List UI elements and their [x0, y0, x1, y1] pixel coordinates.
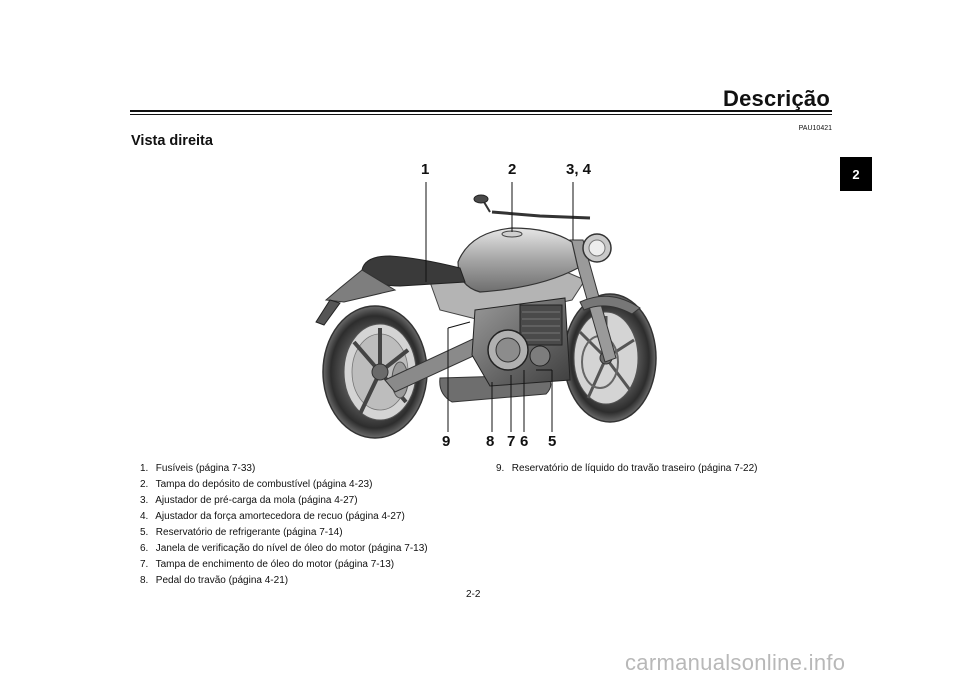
document-code: PAU10421	[798, 125, 832, 132]
engine	[471, 297, 571, 387]
callout-1: 1	[421, 161, 430, 178]
front-fender	[579, 295, 641, 315]
fuel-tank	[457, 227, 579, 293]
leader-lines	[425, 182, 574, 432]
header-title: Descrição	[723, 86, 830, 111]
rear-fender	[315, 299, 341, 326]
mirror	[483, 201, 491, 213]
callout-6: 6	[520, 433, 529, 450]
header-rule-thick	[130, 110, 832, 112]
watermark[interactable]: carmanualsonline.info	[625, 650, 846, 675]
list-item: 5. Reservatório de refrigerante (página …	[140, 527, 343, 538]
list-item: 2. Tampa do depósito de combustível (pág…	[140, 479, 373, 490]
page-number: 2-2	[466, 589, 481, 600]
callout-5: 5	[548, 433, 557, 450]
list-item: 7. Tampa de enchimento de óleo do motor …	[140, 559, 395, 570]
callout-7: 7	[507, 433, 516, 450]
item-list: 1. Fusíveis (página 7-33) 2. Tampa do de…	[140, 461, 428, 589]
chapter-tab[interactable]: 2	[840, 157, 872, 191]
list-item: 6. Janela de verificação do nível de óle…	[140, 543, 428, 554]
callout-8: 8	[486, 433, 495, 450]
section-title: Vista direita	[131, 133, 213, 149]
list-item: 4. Ajustador da força amortecedora de re…	[140, 511, 405, 522]
item-list-right: 9. Reservatório de líquido do travão tra…	[496, 461, 757, 477]
callout-2: 2	[508, 161, 517, 178]
callout-3-4: 3, 4	[566, 161, 592, 178]
list-item: 8. Pedal do travão (página 4-21)	[140, 575, 289, 586]
list-item: 9. Reservatório de líquido do travão tra…	[496, 463, 758, 474]
list-item: 3. Ajustador de pré-carga da mola (págin…	[140, 495, 358, 506]
list-item: 1. Fusíveis (página 7-33)	[140, 463, 256, 474]
handlebar	[491, 210, 591, 220]
header-rule-thin	[130, 114, 832, 115]
callout-9: 9	[442, 433, 451, 450]
motorcycle-illustration	[315, 182, 657, 439]
